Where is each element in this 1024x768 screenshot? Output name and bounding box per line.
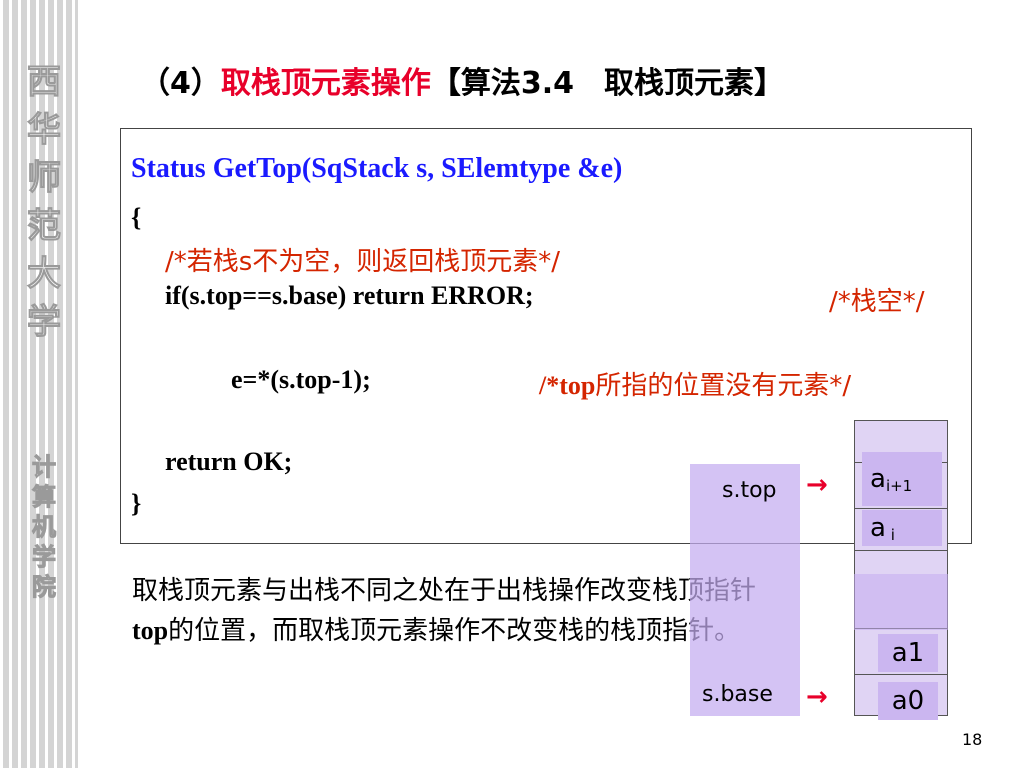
- page-number: 18: [962, 730, 983, 749]
- code-return-ok: return OK;: [165, 447, 293, 476]
- cell-base: a: [870, 513, 886, 543]
- sidebar-char: 学: [27, 302, 62, 343]
- code-assign-e: e=*(s.top-1);: [231, 365, 371, 394]
- sidebar-char: 范: [27, 206, 62, 247]
- comment-text: /*若栈s不为空，则返回栈顶元素*/: [165, 247, 561, 277]
- stack-cell-ai: a i: [862, 510, 942, 546]
- code-box: Status GetTop(SqStack s, SElemtype &e) {…: [120, 128, 972, 544]
- title-highlight: 取栈顶元素操作: [220, 66, 431, 101]
- explanation-top-word: top: [132, 616, 169, 645]
- department-name-vertical: 计 算 机 学 院: [26, 452, 62, 602]
- sidebar-char: 西: [27, 62, 62, 103]
- sidebar-char: 院: [32, 573, 57, 602]
- top-pointer-label: s.top: [722, 478, 777, 503]
- stack-overlay: [854, 574, 948, 630]
- code-signature: Status GetTop(SqStack s, SElemtype &e): [131, 153, 623, 184]
- explanation-rest: 的位置，而取栈顶元素操作不改变栈的栈顶指针。: [168, 616, 741, 646]
- sidebar-char: 计: [32, 453, 57, 482]
- stack-divider: [854, 550, 948, 551]
- sidebar-char: 大: [27, 254, 62, 295]
- code-open-brace: {: [131, 203, 142, 232]
- cell-base: a: [870, 464, 886, 494]
- slide-title: （4）取栈顶元素操作【算法3.4 取栈顶元素】: [140, 58, 784, 102]
- base-pointer-label: s.base: [702, 682, 773, 707]
- stack-divider: [854, 674, 948, 675]
- sidebar-char: 学: [32, 543, 57, 572]
- comment-text-a: /*top: [539, 371, 596, 400]
- sidebar-char: 算: [32, 483, 57, 512]
- code-close-brace: }: [131, 489, 142, 518]
- base-arrow-icon: →: [806, 682, 828, 712]
- code-comment-top: /*top所指的位置没有元素*/: [539, 365, 851, 402]
- stack-divider: [854, 508, 948, 509]
- explanation-line-1: 取栈顶元素与出栈不同之处在于出栈操作改变栈顶指针: [132, 576, 757, 606]
- stack-cell-a1: a1: [878, 634, 938, 672]
- sidebar-stripes: [0, 0, 78, 768]
- comment-text-b: 所指的位置没有元素*/: [595, 371, 852, 401]
- code-comment-empty: /*栈空*/: [829, 281, 925, 318]
- top-arrow-icon: →: [806, 470, 828, 500]
- code-comment-nonempty: /*若栈s不为空，则返回栈顶元素*/: [165, 241, 560, 278]
- pointer-label-panel: [690, 464, 800, 716]
- comment-text: /*栈空*/: [829, 287, 925, 317]
- stack-cell-ai-plus-1: ai+1: [862, 452, 942, 506]
- cell-subscript: i+1: [885, 477, 913, 495]
- stack-cell-a0: a0: [878, 682, 938, 720]
- sidebar-char: 师: [27, 158, 62, 199]
- sidebar-char: 华: [27, 110, 62, 151]
- title-suffix: 【算法3.4 取栈顶元素】: [430, 66, 785, 101]
- university-name-vertical: 西 华 师 范 大 学: [24, 58, 64, 346]
- sidebar-char: 机: [32, 513, 57, 542]
- cell-subscript: i: [885, 526, 895, 544]
- explanation-line-2: top的位置，而取栈顶元素操作不改变栈的栈顶指针。: [132, 610, 740, 647]
- code-if-empty: if(s.top==s.base) return ERROR;: [165, 281, 534, 310]
- title-prefix: （4）: [140, 66, 221, 101]
